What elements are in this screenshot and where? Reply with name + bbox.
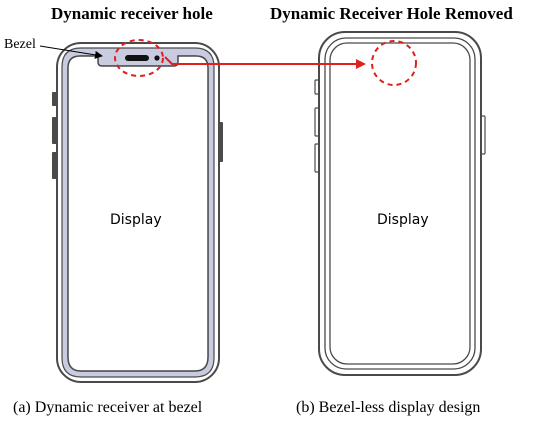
left-caption: (a) Dynamic receiver at bezel	[13, 399, 203, 416]
right-caption: (b) Bezel-less display design	[296, 399, 481, 416]
front-camera-icon	[154, 55, 160, 61]
right-title: Dynamic Receiver Hole Removed	[270, 4, 513, 23]
right-phone-frame	[324, 37, 476, 370]
left-phone-mute-switch	[52, 92, 57, 106]
left-phone-volume-down	[52, 152, 57, 179]
right-display-label: Display	[377, 212, 429, 228]
receiver-slot-icon	[125, 55, 149, 61]
removed-hole-highlight	[371, 40, 417, 86]
right-phone	[314, 31, 486, 376]
left-title: Dynamic receiver hole	[51, 4, 213, 23]
left-display-label: Display	[110, 212, 162, 228]
left-phone-volume-up	[52, 117, 57, 144]
bezel-pointer-arrow	[39, 45, 103, 59]
left-phone	[52, 42, 223, 383]
transition-arrow	[164, 56, 366, 69]
right-phone-screen	[329, 42, 471, 365]
receiver-hole-highlight	[114, 39, 164, 77]
bezel-label: Bezel	[4, 37, 36, 52]
